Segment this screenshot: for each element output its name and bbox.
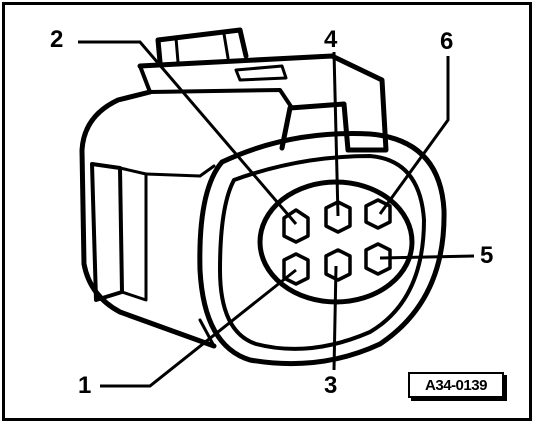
connector-latch	[155, 27, 249, 65]
leader-line-6	[378, 56, 450, 215]
connector-housing	[79, 89, 217, 349]
leader-line-5	[379, 254, 475, 260]
pin-label-3: 3	[324, 372, 338, 399]
leader-line-2	[78, 40, 298, 225]
connector-side-clip	[90, 162, 124, 302]
pin-label-5: 5	[480, 242, 494, 269]
pin-cell-3	[324, 248, 352, 282]
connector-front-collar	[197, 131, 447, 367]
connector-top-cover	[137, 53, 389, 153]
pin-cell-2	[282, 208, 310, 244]
leader-line-3	[332, 265, 338, 371]
pin-label-6: 6	[440, 28, 454, 55]
pin-label-4: 4	[324, 26, 338, 53]
leader-line-4	[332, 51, 340, 217]
pin-label-1: 1	[78, 372, 92, 399]
pin-label-2: 2	[50, 26, 64, 53]
pin-cell-5	[364, 242, 392, 276]
leader-line-1	[100, 268, 297, 388]
connector-front-face	[218, 154, 426, 351]
reference-code: A34-0139	[408, 372, 504, 398]
pin-cell-6	[364, 198, 392, 230]
pin-cell-1	[282, 252, 310, 286]
